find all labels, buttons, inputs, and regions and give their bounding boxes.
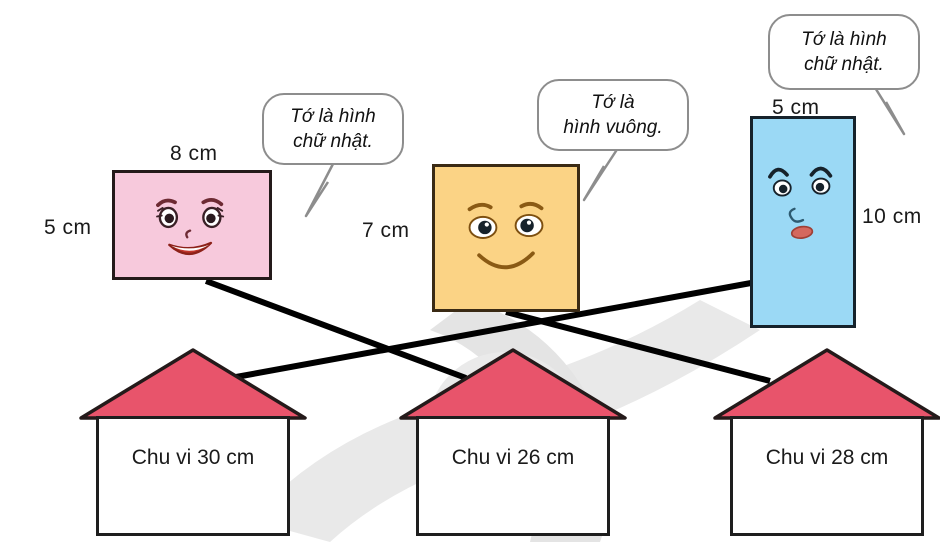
house-body: Chu vi 26 cm [416, 416, 610, 536]
shape-yellow-square[interactable] [432, 164, 580, 312]
bubble-1-line-2: chữ nhật. [293, 131, 373, 152]
bubble-2-line-2: hình vuông. [563, 117, 663, 138]
house-chu-vi-30[interactable]: Chu vi 30 cm [78, 344, 308, 536]
house-body: Chu vi 30 cm [96, 416, 290, 536]
pink-height-label: 5 cm [44, 216, 92, 239]
house-body: Chu vi 28 cm [730, 416, 924, 536]
blue-height-label: 10 cm [862, 205, 922, 228]
bubble-1-line-1: Tớ là hình [290, 106, 376, 127]
smirking-face-icon [768, 166, 833, 240]
roof-icon [713, 348, 940, 420]
bubble-tail-3 [872, 85, 906, 136]
shape-blue-rectangle[interactable] [750, 116, 856, 328]
bubble-tail-2 [582, 147, 620, 202]
bubble-2-line-1: Tớ là [591, 92, 635, 113]
speech-bubble-blue: Tớ là hình chữ nhật. [768, 14, 920, 90]
bubble-3-line-1: Tớ là hình [801, 29, 887, 50]
speech-bubble-yellow: Tớ là hình vuông. [537, 79, 689, 151]
speech-bubble-pink: Tớ là hình chữ nhật. [262, 93, 404, 165]
house-3-label: Chu vi 28 cm [765, 446, 889, 469]
roof-icon [79, 348, 307, 420]
yellow-side-label: 7 cm [362, 219, 410, 242]
bubble-tail-1 [304, 161, 336, 218]
roof-icon [399, 348, 627, 420]
house-chu-vi-28[interactable]: Chu vi 28 cm [712, 344, 940, 536]
house-1-label: Chu vi 30 cm [131, 446, 255, 469]
pink-width-label: 8 cm [170, 142, 218, 165]
bubble-3-line-2: chữ nhật. [804, 54, 884, 75]
smiling-face-icon [467, 201, 544, 270]
house-2-label: Chu vi 26 cm [451, 446, 575, 469]
house-chu-vi-26[interactable]: Chu vi 26 cm [398, 344, 628, 536]
blue-width-label: 5 cm [772, 96, 820, 119]
shape-pink-rectangle[interactable] [112, 170, 272, 280]
happy-female-face-icon [156, 198, 225, 256]
